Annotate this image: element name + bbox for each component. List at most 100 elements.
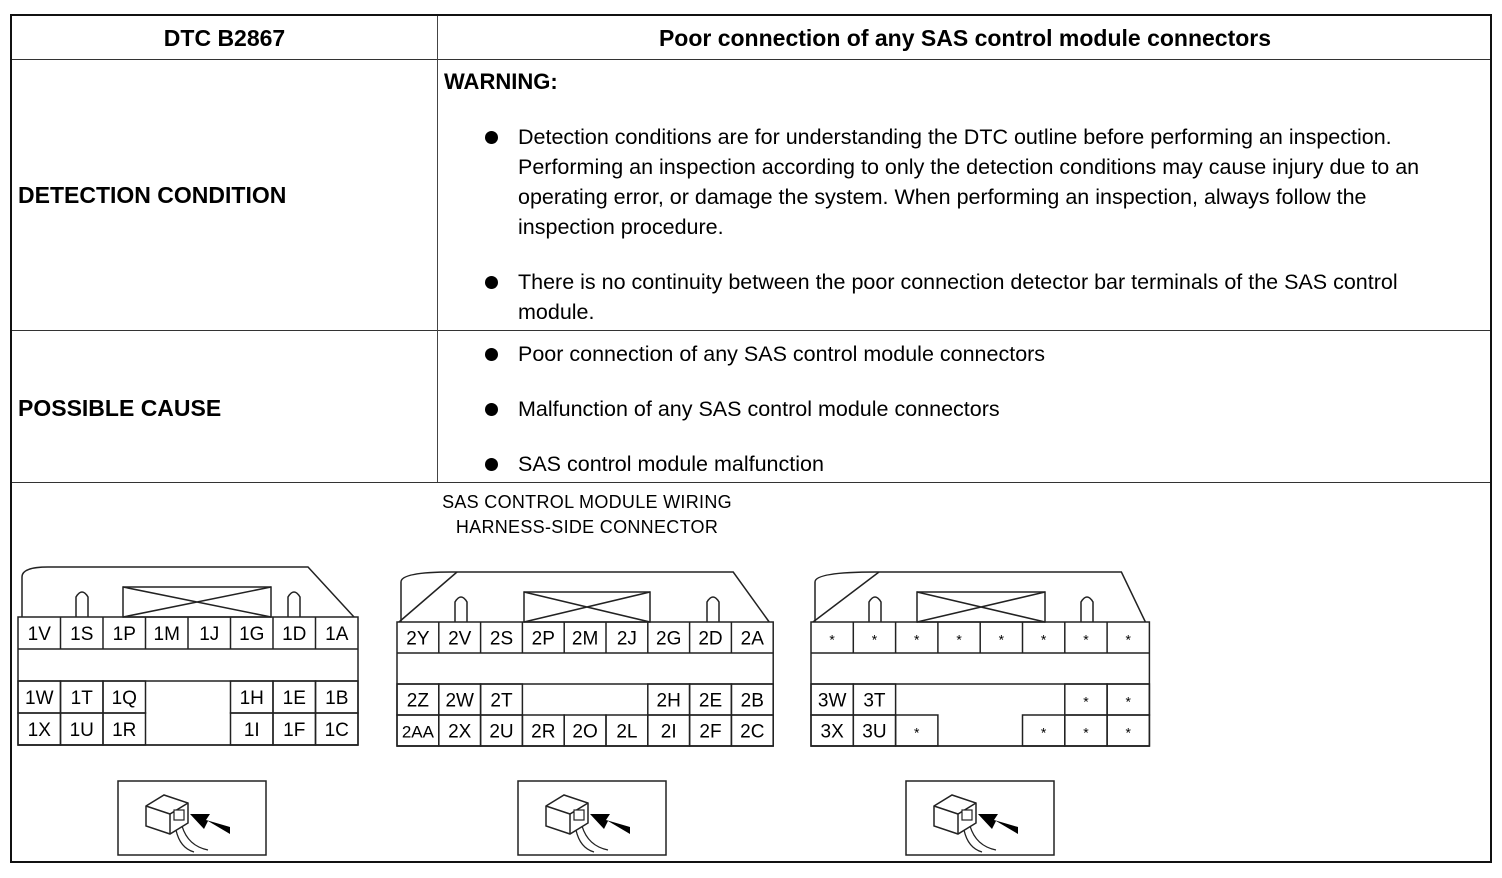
connector-2-lock-cross	[523, 591, 651, 623]
connector-2-pin-label: 2V	[448, 629, 472, 650]
connector-1-pin-label: 1Q	[112, 688, 137, 709]
connector-1-lock-cross	[122, 586, 272, 618]
detection-bullet-1-text: Detection conditions are for understandi…	[518, 125, 1420, 239]
detection-bullet-1: Detection conditions are for understandi…	[485, 122, 1468, 242]
connector-1-pin-label: 1H	[240, 688, 264, 709]
connector-3-pin-label: *	[872, 632, 878, 648]
connector-2-pin-label: 2C	[740, 722, 764, 743]
connector-3-pin-label: *	[999, 632, 1005, 648]
diagram-title-line-1: SAS CONTROL MODULE WIRING	[442, 492, 732, 512]
connector-3-pin-label: *	[1126, 632, 1132, 648]
connector-2-pin-label: 2A	[741, 629, 765, 650]
bullet-icon	[485, 348, 498, 361]
connector-3-pin-label: *	[1083, 725, 1089, 741]
connector-2-pin-label: 2F	[699, 722, 721, 743]
detection-condition-label: DETECTION CONDITION	[18, 182, 287, 208]
connector-1-pin-label: 1C	[325, 720, 349, 741]
connector-2-pin-label: 2B	[741, 691, 764, 712]
connector-1-pin-label: 1T	[71, 688, 94, 709]
connector-2-pin-label: 2Z	[407, 691, 430, 712]
connector-3-pin-label: 3T	[863, 691, 886, 712]
warning-label: WARNING:	[444, 69, 558, 94]
connector-1-pin-label: 1E	[283, 688, 306, 709]
connector-3-pin-label: *	[1041, 725, 1047, 741]
connector-2-housing-slope	[398, 571, 458, 623]
connector-1-pin-label: 1P	[113, 624, 136, 645]
connector-2-pin-label: 2X	[448, 722, 472, 743]
connector-1-latch-2	[287, 591, 301, 617]
cause-bullet-3: SAS control module malfunction	[485, 449, 1468, 479]
connector-1-pin-label: 1D	[282, 624, 306, 645]
connector-2-pin-label: 2T	[490, 691, 513, 712]
connector-2-pin-label: 2D	[698, 629, 722, 650]
connector-2-pin-label: 2W	[445, 691, 474, 712]
connector-2-pin-label: 2R	[531, 722, 555, 743]
cause-bullet-1-text: Poor connection of any SAS control modul…	[518, 342, 1046, 366]
connector-1-pin-label: 1R	[112, 720, 136, 741]
connector-1-pin-label: 1B	[325, 688, 348, 709]
connector-1-pin-label: 1U	[70, 720, 94, 741]
connector-3-pin-label: 3U	[862, 722, 886, 743]
detection-bullet-2: There is no continuity between the poor …	[485, 267, 1468, 327]
connector-3-lock-cross	[916, 591, 1046, 623]
connector-2-pin-label: 2O	[572, 722, 597, 743]
diagram-title-line-2: HARNESS-SIDE CONNECTOR	[455, 517, 719, 537]
connector-2-pin-label: 2M	[572, 629, 598, 650]
connector-2-pin-label: 2U	[489, 722, 513, 743]
connector-2-latch-2	[706, 596, 720, 622]
bullet-icon	[485, 131, 498, 144]
connector-1-pin-label: 1V	[28, 624, 52, 645]
connector-probe-icon	[905, 780, 1055, 856]
dtc-title: Poor connection of any SAS control modul…	[658, 25, 1272, 51]
connector-1-pin-label: 1X	[28, 720, 52, 741]
connector-3-pin-label: 3X	[821, 722, 845, 743]
connector-1-pin-label: 1S	[70, 624, 93, 645]
connector-2-pin-label: 2E	[699, 691, 722, 712]
connector-3-pin-label: *	[914, 725, 920, 741]
header-divider	[12, 59, 1490, 60]
cause-bullet-3-text: SAS control module malfunction	[518, 452, 824, 476]
connector-2-pin-label: 2P	[532, 629, 555, 650]
connector-2-pin-label: 2I	[661, 722, 677, 743]
dtc-table: DTC B2867 Poor connection of any SAS con…	[10, 14, 1492, 863]
connector-1-housing	[21, 566, 355, 618]
cause-bullet-2-text: Malfunction of any SAS control module co…	[518, 397, 1000, 421]
row-divider-1	[12, 330, 1490, 331]
connector-2-pin-label: 2H	[657, 691, 681, 712]
bullet-icon	[485, 276, 498, 289]
row-divider-2	[12, 482, 1490, 483]
cause-bullet-2: Malfunction of any SAS control module co…	[485, 394, 1468, 424]
dtc-code: DTC B2867	[163, 25, 286, 51]
connector-probe-icon	[117, 780, 267, 856]
connector-2-pin-label: 2Y	[406, 629, 430, 650]
connector-2-pin-label: 2L	[616, 722, 637, 743]
connector-1-pin-label: 1F	[283, 720, 305, 741]
connector-3-pin-label: *	[914, 632, 920, 648]
diagram-title: SAS CONTROL MODULE WIRING HARNESS-SIDE C…	[412, 490, 762, 540]
connector-3-pin-label: *	[1083, 632, 1089, 648]
detection-bullet-2-text: There is no continuity between the poor …	[518, 270, 1398, 324]
connector-3-pin-label: *	[1126, 725, 1132, 741]
connector-1-pin-label: 1W	[25, 688, 54, 709]
column-divider	[437, 16, 438, 482]
connector-3-housing-slope	[812, 571, 880, 623]
connector-3-pin-label: 3W	[818, 691, 847, 712]
connector-probe-icon	[517, 780, 667, 856]
connector-3-pin-label: *	[1083, 694, 1089, 710]
connector-1-pin-label: 1I	[244, 720, 260, 741]
connector-1-latch-1	[75, 591, 89, 617]
connector-2-latch-1	[454, 596, 468, 622]
connector-1-pin-label: 1G	[239, 624, 264, 645]
connector-2-pin-label: 2G	[656, 629, 681, 650]
connector-3-latch-1	[868, 596, 882, 622]
connector-2-pin-label: 2J	[617, 629, 637, 650]
connector-3-housing	[814, 571, 1147, 623]
connector-2-pin-label: 2S	[490, 629, 513, 650]
connector-3-pin-label: *	[1041, 632, 1047, 648]
connector-2-pin-label: 2AA	[402, 723, 435, 742]
bullet-icon	[485, 458, 498, 471]
connector-3-pin-label: *	[956, 632, 962, 648]
connector-1-pin-label: 1J	[199, 624, 219, 645]
possible-cause-label: POSSIBLE CAUSE	[18, 395, 222, 421]
